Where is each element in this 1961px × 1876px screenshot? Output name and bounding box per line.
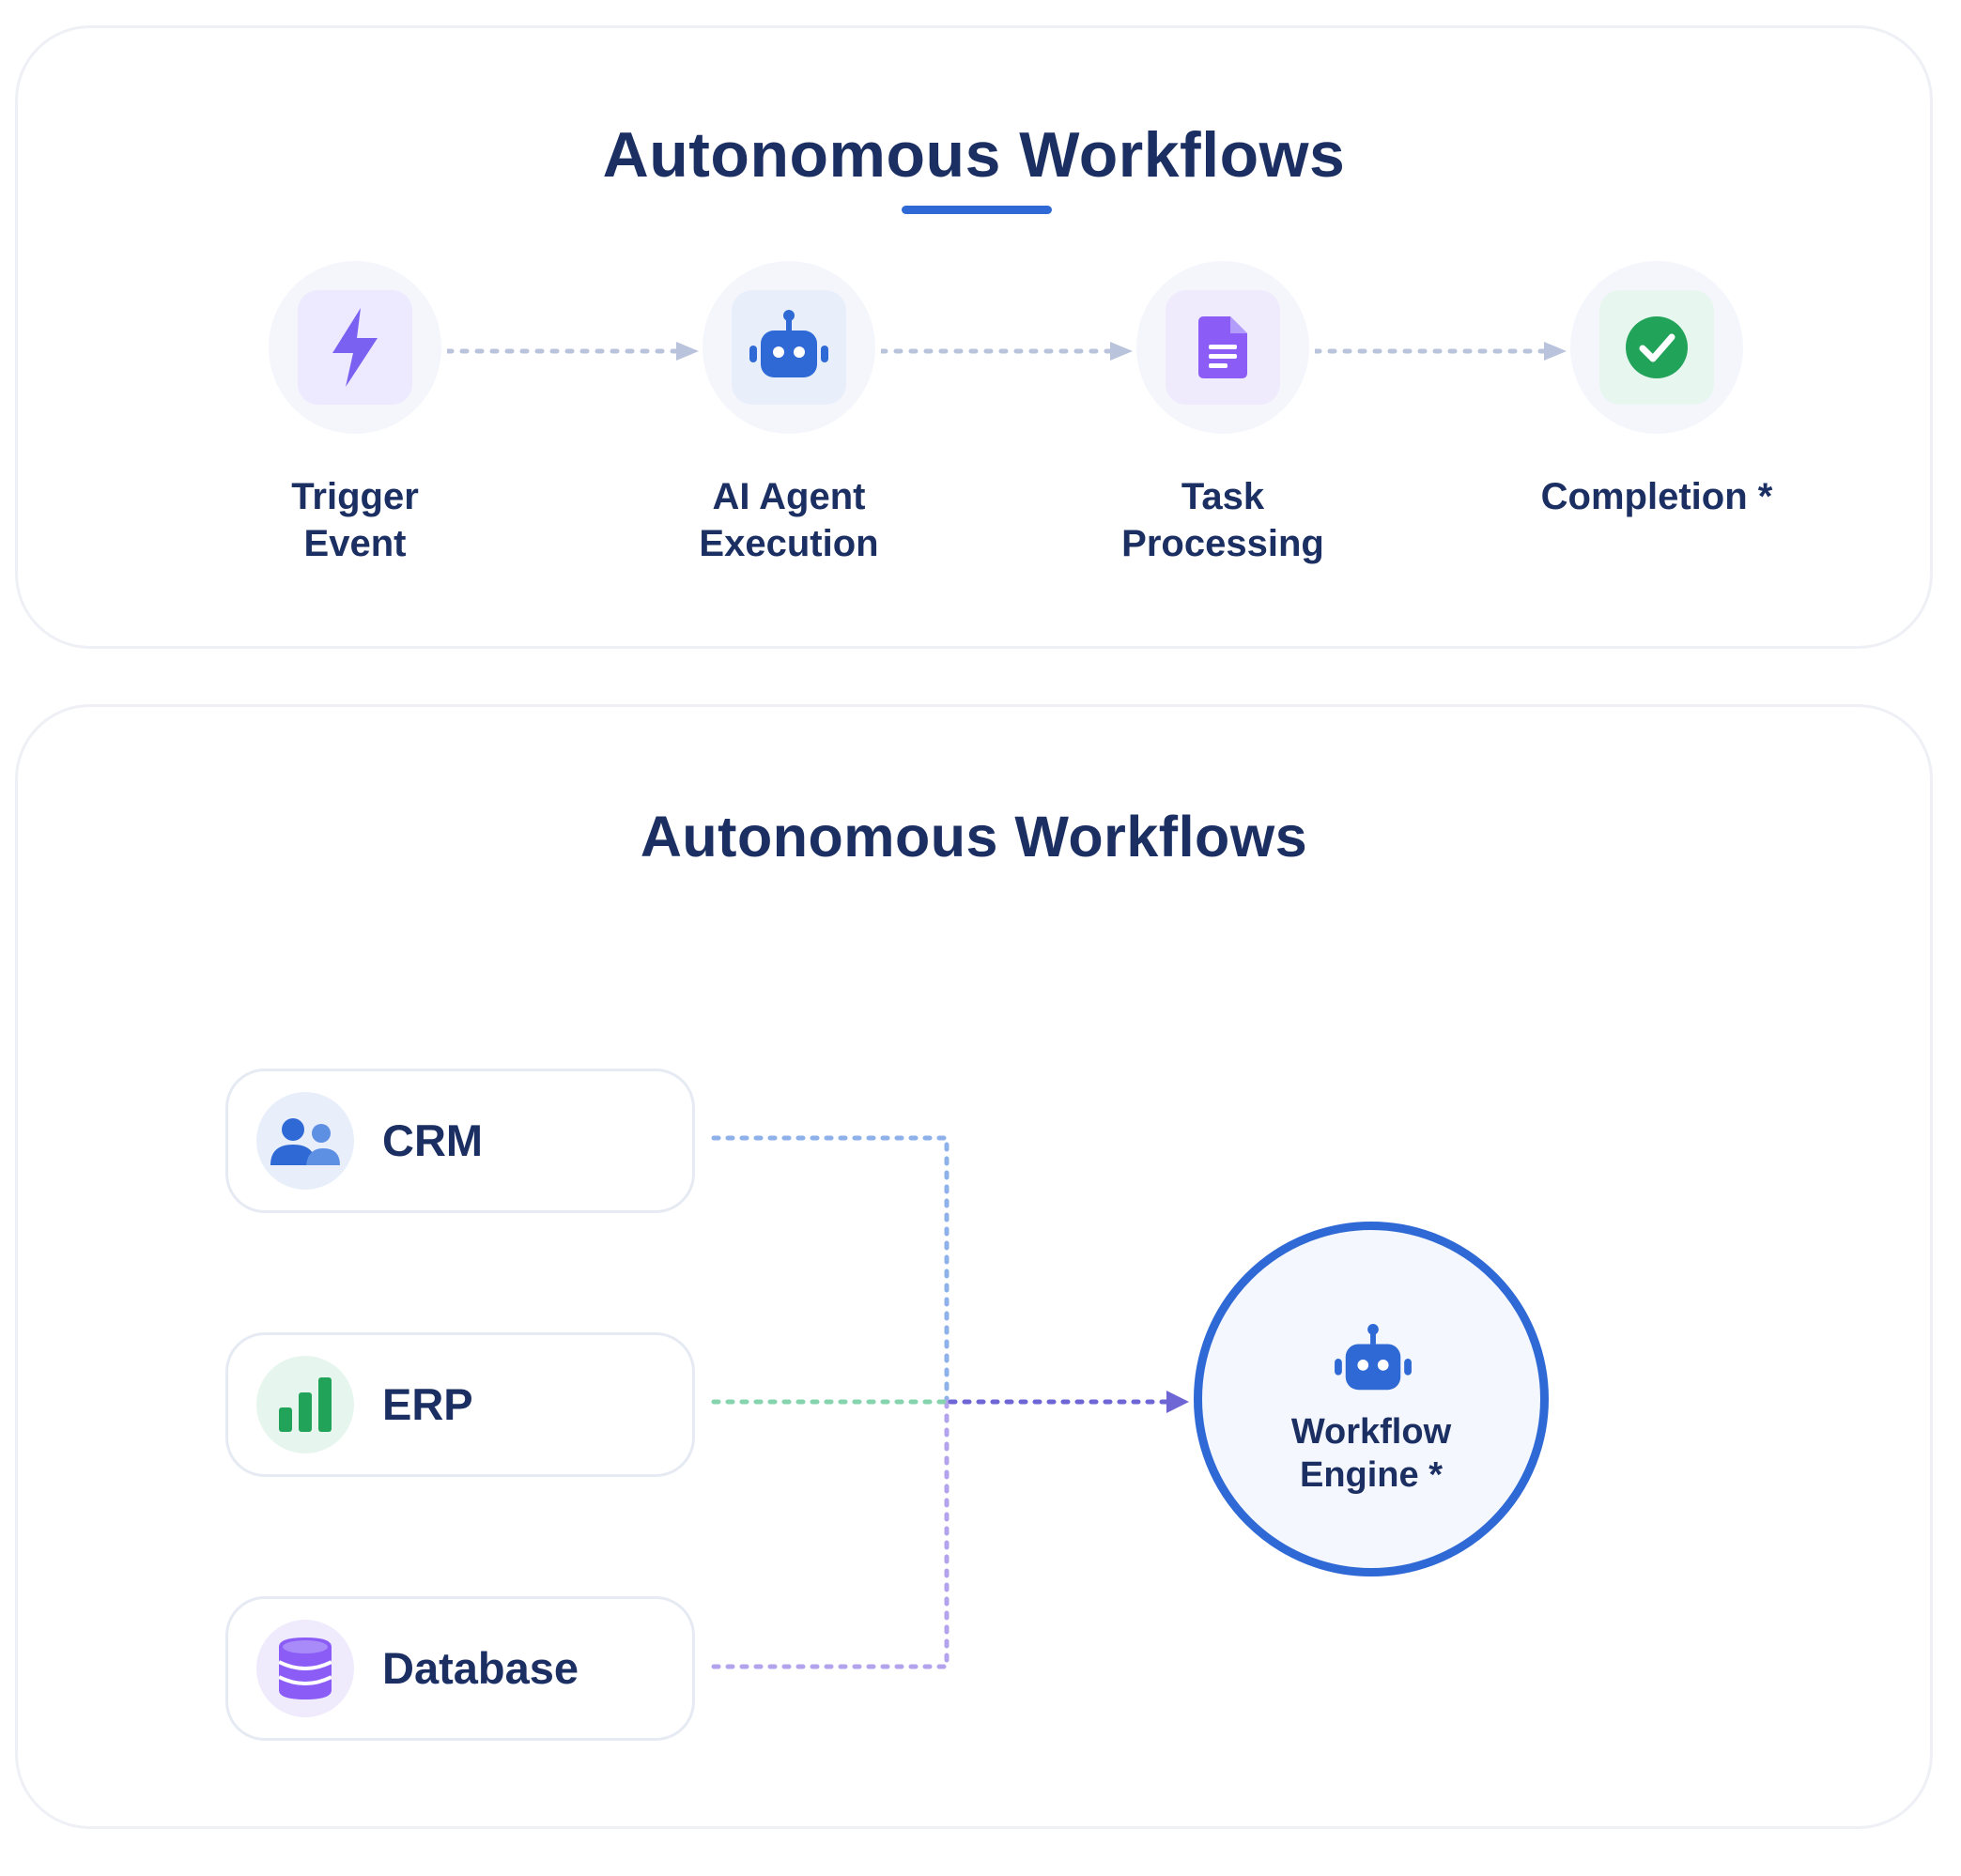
step-label: AI Agent Execution: [699, 476, 879, 564]
source-crm: CRM: [225, 1069, 695, 1213]
lightning-bolt-icon: [332, 308, 378, 387]
source-badge: [256, 1092, 354, 1190]
check-circle-icon: [1626, 316, 1688, 378]
source-database: Database: [225, 1596, 695, 1741]
engine-label: Workflow Engine *: [1290, 1412, 1452, 1495]
step-tile: [298, 290, 412, 405]
source-name: CRM: [382, 1115, 484, 1165]
step-arrow-1: [447, 342, 699, 361]
users-icon: [270, 1118, 340, 1165]
database-connector: [711, 1399, 950, 1669]
step-tile: [732, 290, 846, 405]
document-icon: [1198, 316, 1247, 378]
robot-icon: [749, 310, 828, 377]
step-arrow-3: [1315, 342, 1567, 361]
top-title: Autonomous Workflows: [602, 119, 1346, 191]
step-label: Trigger Event: [291, 476, 419, 564]
database-icon: [279, 1638, 332, 1699]
title-underline: [902, 206, 1052, 214]
bottom-title: Autonomous Workflows: [640, 805, 1308, 869]
step-arrow-2: [881, 342, 1133, 361]
robot-icon: [1335, 1324, 1412, 1391]
source-badge: [256, 1620, 354, 1717]
source-badge: [256, 1356, 354, 1453]
source-name: Database: [382, 1643, 579, 1693]
source-name: ERP: [382, 1379, 473, 1429]
crm-connector: [711, 1135, 950, 1405]
step-tile: [1166, 290, 1280, 405]
bar-chart-icon: [279, 1377, 332, 1432]
step-label: Task Processing: [1121, 476, 1324, 564]
workflow-engine-node: Workflow Engine *: [1194, 1222, 1549, 1576]
merge-arrowhead: [1166, 1391, 1189, 1413]
step-label: Completion *: [1540, 476, 1773, 517]
source-erp: ERP: [225, 1332, 695, 1477]
step-tile: [1599, 290, 1714, 405]
